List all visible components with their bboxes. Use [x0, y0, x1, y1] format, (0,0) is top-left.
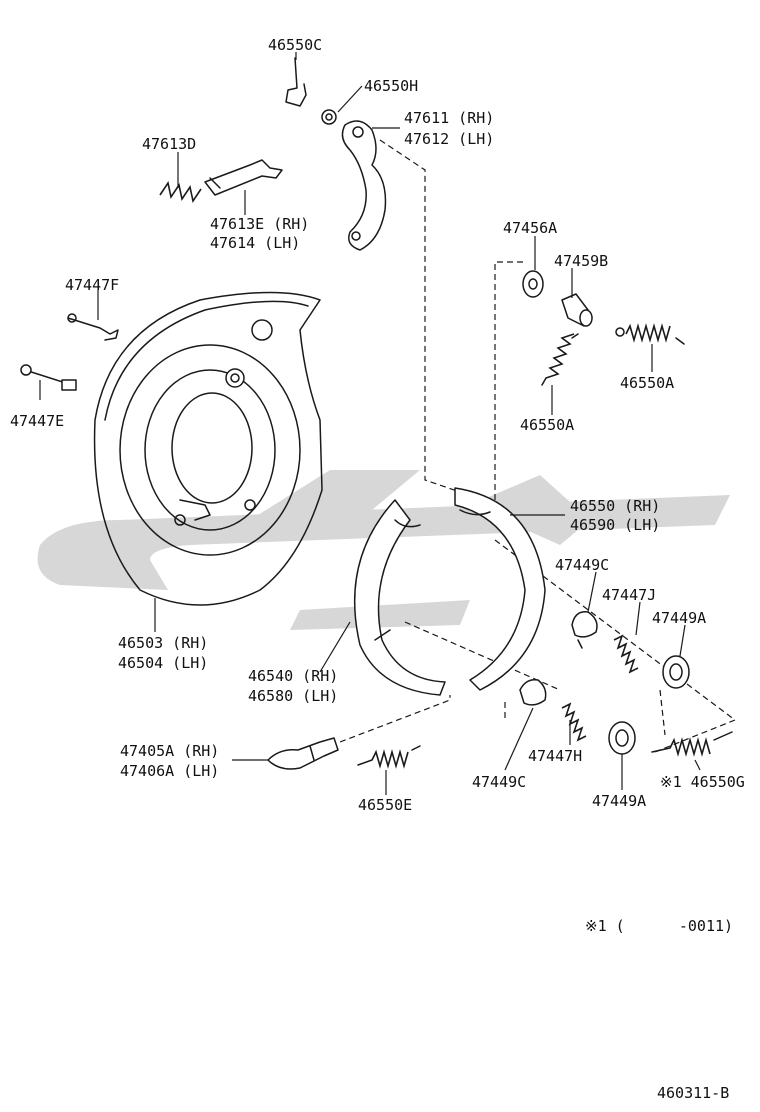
spring-cap-47449a-upper: [662, 655, 690, 689]
label-47447h: 47447H: [528, 747, 582, 765]
backing-plate: [93, 291, 323, 606]
label-47447e: 47447E: [10, 412, 64, 430]
parking-brake-lever: [341, 120, 387, 251]
label-47406a: 47406A (LH): [120, 762, 219, 780]
adjuster-spring-47613d: [159, 180, 202, 204]
brake-shoe-46540: [354, 499, 446, 696]
label-47614: 47614 (LH): [210, 234, 300, 252]
hold-down-pin-47447e: [20, 364, 77, 391]
spring-46550g: [651, 731, 733, 757]
label-46550c: 46550C: [268, 36, 322, 54]
label-47612: 47612 (LH): [404, 130, 494, 148]
label-47611: 47611 (RH): [404, 109, 494, 127]
compression-spring-47447h: [561, 702, 587, 742]
leader-lines: [39, 52, 701, 795]
assembly-lines: [339, 139, 737, 753]
label-47449c-upper: 47449C: [555, 556, 609, 574]
label-47449a-upper: 47449A: [652, 609, 706, 627]
watermark-logo: [37, 470, 730, 630]
label-46580: 46580 (LH): [248, 687, 338, 705]
compression-spring-47447j: [613, 634, 639, 674]
label-47613e: 47613E (RH): [210, 215, 309, 233]
label-46550: 46550 (RH): [570, 497, 660, 515]
bolt-47459b: [561, 293, 593, 327]
return-spring-46550a-right: [615, 323, 685, 345]
part-labels: 46550C 46550H 47611 (RH) 47612 (LH) 4761…: [10, 36, 745, 1102]
label-46550a-left: 46550A: [520, 416, 574, 434]
washer-47456a: [522, 270, 544, 298]
adjuster-lever-47613e: [204, 159, 283, 196]
label-47456a: 47456A: [503, 219, 557, 237]
return-spring-46550a-left: [541, 333, 579, 386]
spring-46550e: [357, 745, 421, 769]
washer-46550h: [321, 109, 337, 125]
strut-47405a: [267, 737, 339, 770]
label-46504: 46504 (LH): [118, 654, 208, 672]
spring-cup-47449c-lower: [519, 678, 547, 706]
label-46503: 46503 (RH): [118, 634, 208, 652]
spring-cup-47449c-upper: [571, 611, 598, 649]
footnote: ※1 ( -0011): [585, 917, 733, 935]
label-46550e: 46550E: [358, 796, 412, 814]
label-46550a-right: 46550A: [620, 374, 674, 392]
label-47447j: 47447J: [602, 586, 656, 604]
brake-shoe-46550: [454, 487, 546, 691]
label-46550h: 46550H: [364, 77, 418, 95]
label-47613d: 47613D: [142, 135, 196, 153]
label-46590: 46590 (LH): [570, 516, 660, 534]
diagram-code: 460311-B: [657, 1084, 729, 1102]
label-46550g: ※1 46550G: [660, 773, 745, 791]
spring-cap-47449a-lower: [608, 721, 636, 755]
label-47447f: 47447F: [65, 276, 119, 294]
label-47459b: 47459B: [554, 252, 608, 270]
label-47449c-lower: 47449C: [472, 773, 526, 791]
hold-down-pin-47447f: [67, 313, 119, 341]
clip-46550c: [285, 57, 307, 107]
label-46540: 46540 (RH): [248, 667, 338, 685]
label-47405a: 47405A (RH): [120, 742, 219, 760]
label-47449a-lower: 47449A: [592, 792, 646, 810]
